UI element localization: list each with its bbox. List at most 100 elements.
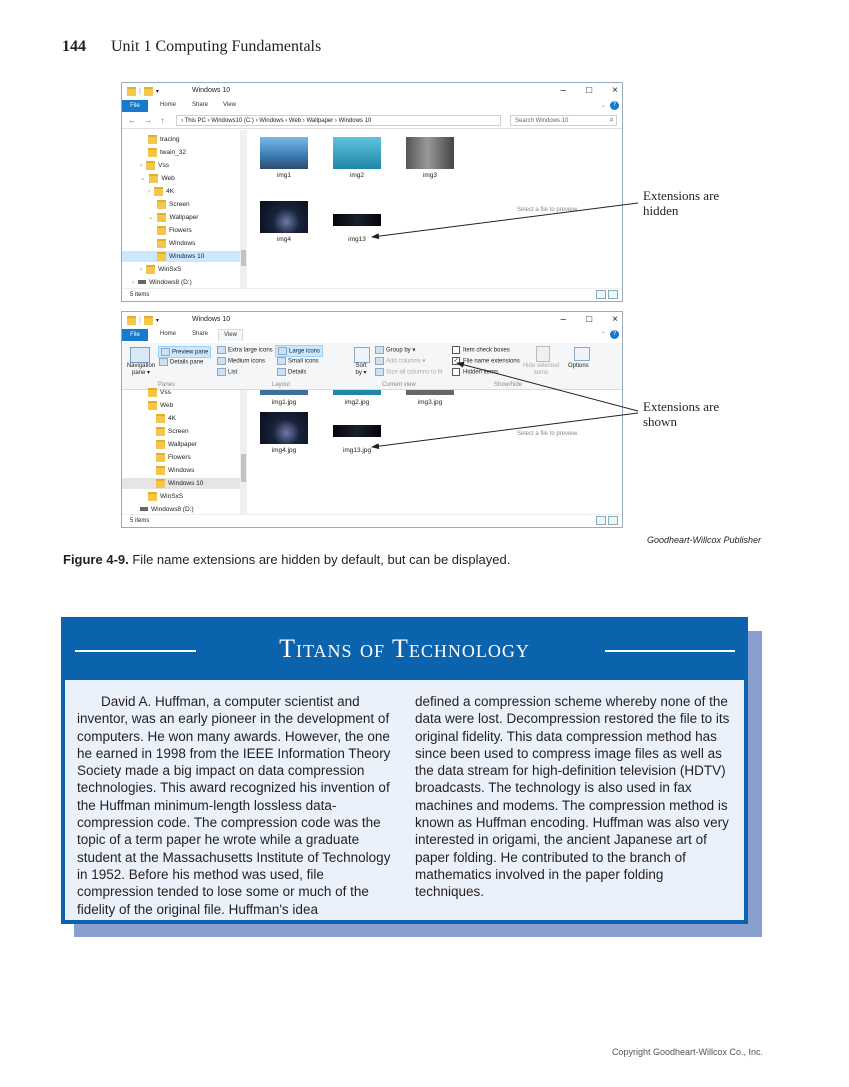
tree-item[interactable]: ⌄Wallpaper	[148, 212, 199, 222]
details-view-icon[interactable]	[596, 516, 606, 525]
tree-item[interactable]: Web	[148, 400, 173, 411]
tree-item[interactable]: ›Vss	[140, 160, 170, 170]
tree-item[interactable]: ⌄Web	[140, 173, 175, 183]
extra-large-icons-option[interactable]: Extra large icons	[217, 346, 273, 354]
file-name[interactable]: img13	[348, 236, 366, 243]
search-icon[interactable]: ⌕	[609, 115, 614, 124]
large-icons-option[interactable]: Large icons	[275, 345, 324, 357]
file-name[interactable]: img3	[422, 172, 438, 179]
hide-selected-button[interactable]: Hide selected items	[522, 363, 560, 376]
figure-caption: Figure 4-9. File name extensions are hid…	[63, 552, 510, 567]
tree-item[interactable]: 4K	[156, 413, 176, 424]
help-icon[interactable]: ?	[610, 330, 619, 339]
tree-item[interactable]: twain_32	[148, 147, 186, 158]
expand-ribbon-icon[interactable]: ⌄	[600, 103, 606, 109]
file-name[interactable]: img4	[276, 236, 292, 243]
folder-icon[interactable]	[143, 316, 153, 325]
tab-file[interactable]: File	[122, 329, 148, 341]
maximize-icon[interactable]: □	[586, 85, 593, 96]
dropdown-icon[interactable]: ▾	[155, 318, 159, 324]
tab-share[interactable]: Share	[192, 102, 209, 108]
minimize-icon[interactable]: –	[560, 85, 567, 96]
tree-item[interactable]: Wallpaper	[156, 439, 197, 450]
nav-arrows[interactable]: ← → ↑	[128, 116, 168, 125]
address-bar[interactable]: › This PC › Windows10 (C:) › Windows › W…	[176, 115, 501, 126]
tree-scrollbar[interactable]	[240, 130, 247, 289]
tree-item[interactable]: ›4K	[148, 186, 175, 196]
file-name[interactable]: img2	[349, 172, 365, 179]
thumbnail-view-icon[interactable]	[608, 290, 618, 299]
tree-item[interactable]: Windows8 (D:)	[140, 504, 194, 515]
checkbox-checked[interactable]: ✓	[452, 357, 460, 365]
scroll-thumb[interactable]	[241, 454, 246, 482]
file-name[interactable]: img1	[276, 172, 292, 179]
file-name[interactable]: img1.jpg	[271, 399, 297, 406]
tree-item[interactable]: Flowers	[156, 452, 191, 463]
medium-icons-option[interactable]: Medium icons	[217, 357, 265, 365]
item-check-boxes-option[interactable]: Item check boxes	[452, 346, 510, 354]
dropdown-icon[interactable]: ▾	[155, 89, 159, 95]
tab-view[interactable]: View	[218, 329, 243, 341]
tree-item[interactable]: tracing	[148, 134, 180, 145]
tree-item[interactable]: Flowers	[157, 225, 192, 236]
folder-icon[interactable]	[143, 87, 153, 96]
file-name[interactable]: img4.jpg	[271, 447, 297, 454]
tree-item-selected[interactable]: Windows 10	[122, 251, 240, 262]
file-name[interactable]: img3.jpg	[417, 399, 443, 406]
tree-item[interactable]: ›Windows8 (D:)	[132, 279, 192, 286]
tab-home[interactable]: Home	[160, 102, 177, 108]
tree-item-selected[interactable]: Windows 10	[122, 478, 240, 489]
collapse-ribbon-icon[interactable]: ⌃	[600, 332, 606, 338]
minimize-icon[interactable]: –	[560, 314, 567, 325]
small-icons-option[interactable]: Small icons	[277, 357, 319, 365]
image-thumbnail[interactable]	[260, 137, 308, 169]
image-thumbnail[interactable]	[260, 412, 308, 444]
details-view-icon[interactable]	[596, 290, 606, 299]
scroll-thumb[interactable]	[241, 250, 246, 266]
details-option[interactable]: Details	[277, 368, 306, 376]
tree-item[interactable]: Windows	[156, 465, 194, 476]
file-name[interactable]: img13.jpg	[342, 447, 372, 454]
help-icon[interactable]: ?	[610, 101, 619, 110]
tree-item[interactable]: Screen	[157, 199, 190, 210]
checkbox-unchecked[interactable]	[452, 346, 460, 354]
folder-icon	[148, 134, 157, 144]
group-by-button[interactable]: Group by ▾	[375, 346, 415, 354]
tree-item[interactable]: ›WinSxS	[140, 264, 182, 274]
image-thumbnail[interactable]	[333, 390, 381, 395]
tab-view[interactable]: View	[223, 102, 236, 108]
close-icon[interactable]: ×	[612, 85, 618, 96]
tree-item[interactable]: Vss	[148, 387, 171, 398]
tree-scrollbar[interactable]	[240, 390, 247, 515]
image-thumbnail[interactable]	[333, 425, 381, 437]
list-option[interactable]: List	[217, 368, 237, 376]
add-columns-button[interactable]: Add columns ▾	[375, 357, 425, 365]
file-name-extensions-option[interactable]: ✓File name extensions	[452, 357, 520, 365]
hidden-items-option[interactable]: Hidden items	[452, 368, 498, 376]
image-thumbnail[interactable]	[260, 390, 308, 395]
navigation-pane-icon[interactable]	[130, 347, 150, 363]
image-thumbnail[interactable]	[406, 137, 454, 169]
image-thumbnail[interactable]	[333, 214, 381, 226]
search-input[interactable]: Search Windows 10	[510, 115, 617, 126]
image-thumbnail[interactable]	[260, 201, 308, 233]
file-name[interactable]: img2.jpg	[344, 399, 370, 406]
tab-share[interactable]: Share	[192, 331, 209, 337]
maximize-icon[interactable]: □	[586, 314, 593, 325]
close-icon[interactable]: ×	[612, 314, 618, 325]
thumbnail-view-icon[interactable]	[608, 516, 618, 525]
image-thumbnail[interactable]	[333, 137, 381, 169]
tree-item[interactable]: Screen	[156, 426, 189, 437]
checkbox-unchecked[interactable]	[452, 368, 460, 376]
options-button[interactable]: Options	[568, 363, 589, 369]
tab-home[interactable]: Home	[160, 331, 177, 337]
image-thumbnail[interactable]	[406, 390, 454, 395]
size-columns-button[interactable]: Size all columns to fit	[375, 368, 442, 376]
preview-pane-button[interactable]: Preview pane	[158, 346, 212, 358]
tree-item[interactable]: Windows	[157, 238, 195, 249]
details-pane-button[interactable]: Details pane	[159, 358, 203, 366]
tree-item[interactable]: WinSxS	[148, 491, 183, 502]
tab-file[interactable]: File	[122, 100, 148, 112]
navigation-pane-button[interactable]: Navigation pane ▾	[126, 363, 156, 376]
sort-by-button[interactable]: Sort by ▾	[355, 363, 367, 376]
